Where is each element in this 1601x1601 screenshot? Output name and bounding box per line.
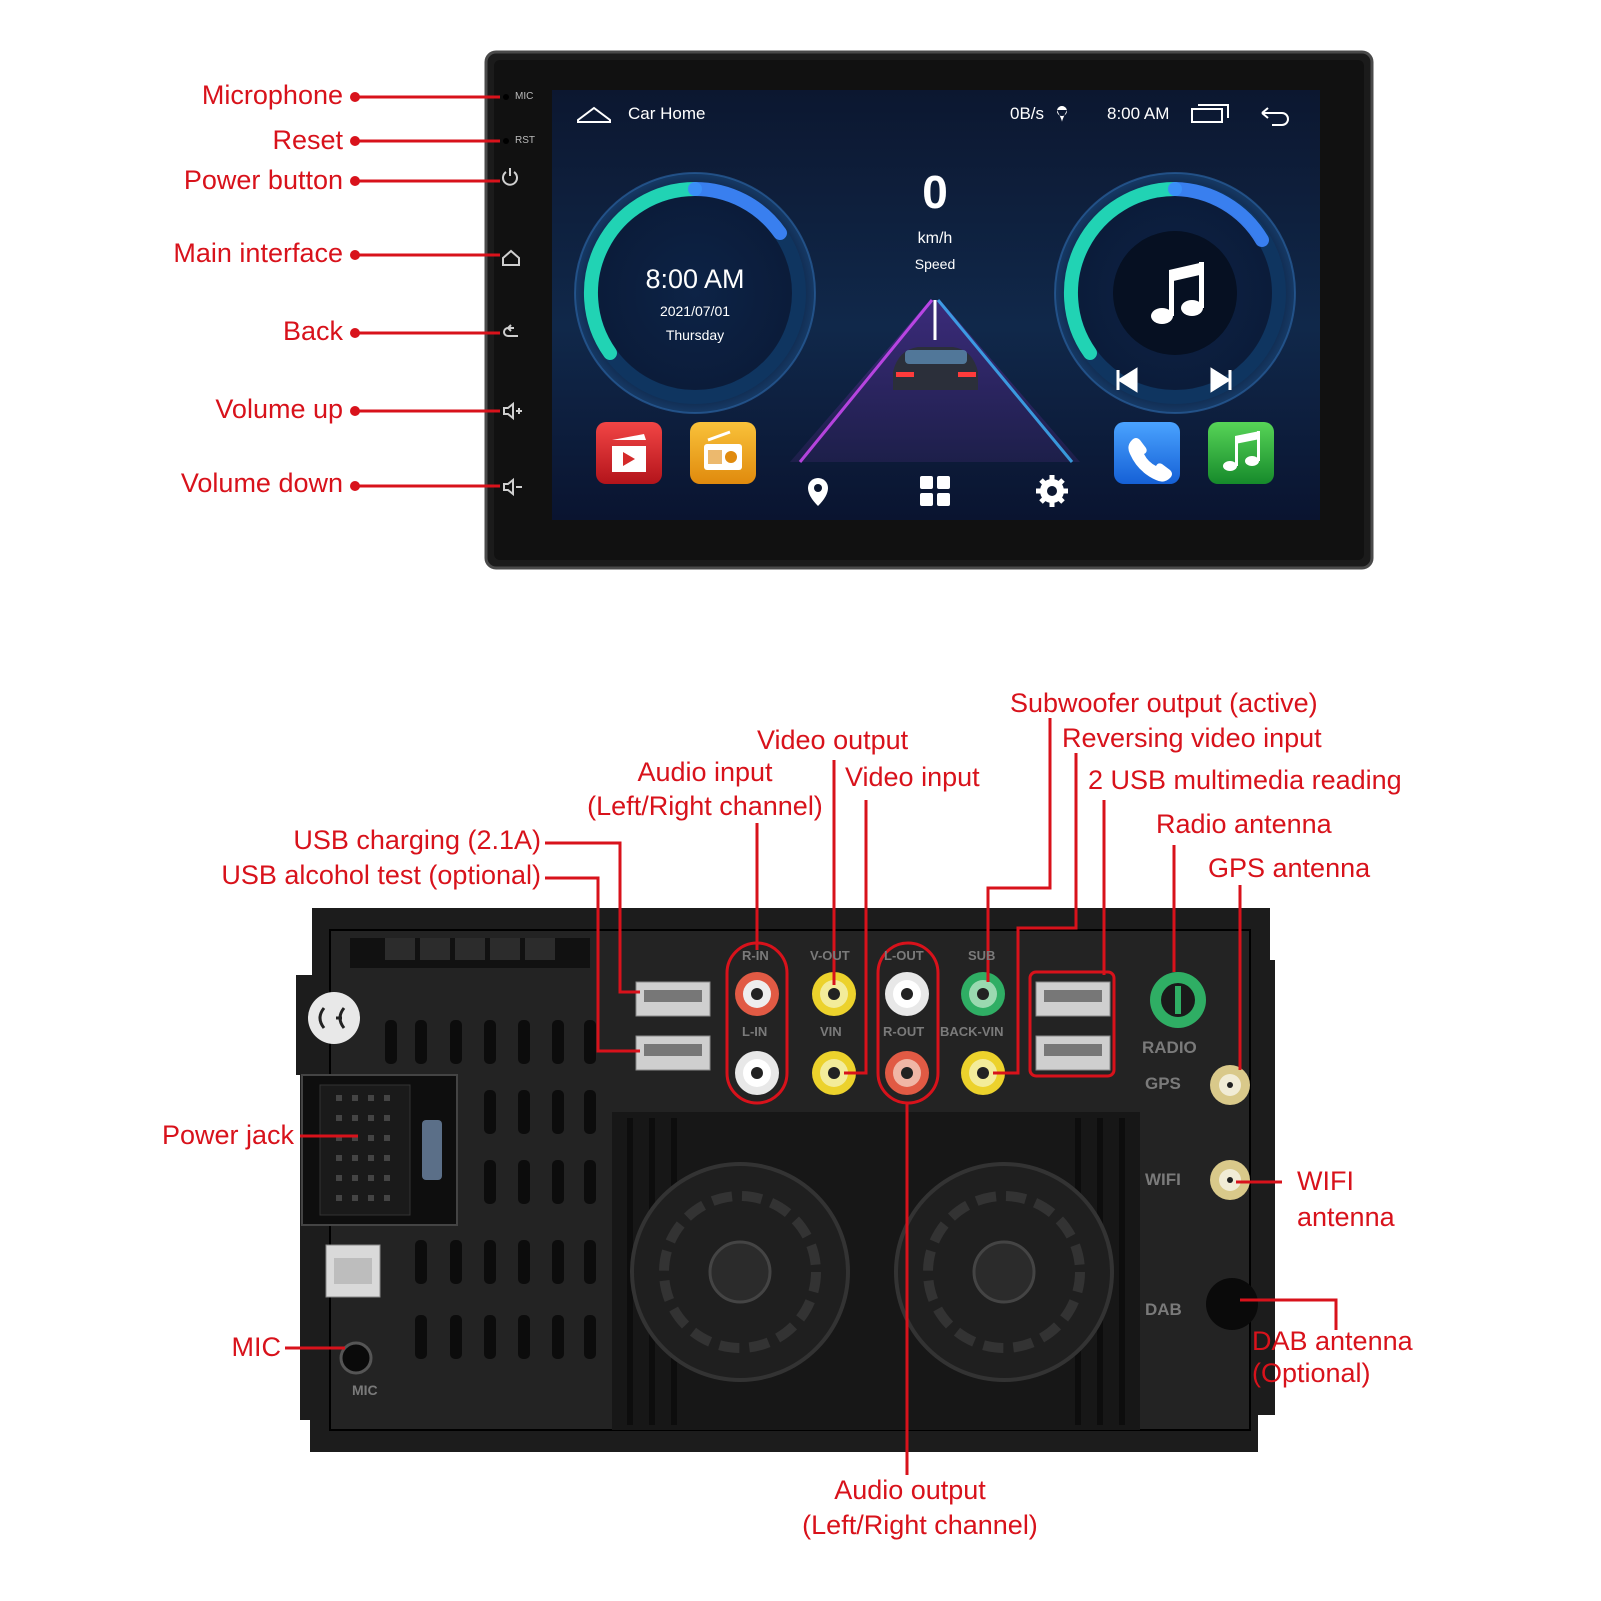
gps-antenna-label: GPS antenna xyxy=(1208,853,1371,883)
reversing-video-label: Reversing video input xyxy=(1062,723,1322,753)
cooling-fan-left xyxy=(630,1162,850,1382)
apps-grid-icon xyxy=(920,476,950,506)
port-label-wifi: WIFI xyxy=(1145,1170,1181,1189)
clock-day: Thursday xyxy=(665,327,725,343)
rca-r-out xyxy=(885,1051,929,1095)
rca-r-in xyxy=(735,972,779,1016)
dab-antenna-port xyxy=(1206,1278,1258,1330)
usb-media-port-1 xyxy=(1035,981,1111,1017)
usb-media-label: 2 USB multimedia reading xyxy=(1088,765,1402,795)
net-speed: 0B/s xyxy=(1010,104,1045,123)
front-leader-lines xyxy=(355,95,500,488)
usb-alcohol-label: USB alcohol test (optional) xyxy=(221,860,541,890)
recent-apps-icon xyxy=(1191,104,1229,123)
car-home-title: Car Home xyxy=(628,104,706,123)
microphone-label: Microphone xyxy=(201,80,343,110)
port-label-dab: DAB xyxy=(1145,1300,1182,1319)
dab-antenna-label-2: (Optional) xyxy=(1252,1358,1371,1388)
gps-antenna-port xyxy=(1210,1065,1250,1105)
back-label: Back xyxy=(282,316,343,346)
mic-hole xyxy=(503,94,509,100)
back-button-icon xyxy=(503,324,518,337)
port-label-r-in: R-IN xyxy=(742,948,769,963)
mic-label: MIC xyxy=(231,1332,282,1362)
usb-media-port-2 xyxy=(1035,1035,1111,1071)
port-label-r-out: R-OUT xyxy=(883,1024,925,1039)
dab-antenna-label-1: DAB antenna xyxy=(1252,1326,1413,1356)
settings-gear-icon xyxy=(1036,475,1068,507)
front-unit xyxy=(484,50,1374,570)
audio-input-label-2: (Left/Right channel) xyxy=(587,791,823,821)
clock-date: 2021/07/01 xyxy=(659,303,731,319)
speed-label: Speed xyxy=(914,256,956,272)
bezel-mic-label: MIC xyxy=(515,91,534,102)
port-label-sub: SUB xyxy=(968,948,996,963)
volume-down-label: Volume down xyxy=(180,468,343,498)
speed-unit: km/h xyxy=(917,230,953,247)
audio-input-label-1: Audio input xyxy=(637,757,773,787)
rca-back-vin xyxy=(961,1051,1005,1095)
speed-value: 0 xyxy=(922,166,948,218)
ce-mark xyxy=(308,992,360,1044)
volume-down-icon xyxy=(503,477,522,497)
fuse xyxy=(422,1120,442,1180)
port-label-gps: GPS xyxy=(1145,1074,1181,1093)
next-track-icon xyxy=(1210,367,1232,393)
audio-output-label-2: (Left/Right channel) xyxy=(802,1510,1038,1540)
home-button-icon xyxy=(502,249,520,266)
back-arrow-icon xyxy=(1261,107,1289,126)
rca-l-in xyxy=(735,1051,779,1095)
clock-dial xyxy=(575,173,815,413)
volume-up-icon xyxy=(503,401,522,421)
usb-charging-label: USB charging (2.1A) xyxy=(293,825,541,855)
wifi-antenna-label-1: WIFI xyxy=(1297,1166,1354,1196)
usb-charging-port xyxy=(635,981,711,1017)
port-label-l-out: L-OUT xyxy=(884,948,924,963)
wifi-antenna-port xyxy=(1210,1160,1250,1200)
previous-track-icon xyxy=(1116,367,1138,393)
music-app-icon xyxy=(1208,422,1274,484)
rca-l-out xyxy=(885,972,929,1016)
volume-up-label: Volume up xyxy=(215,394,343,424)
main-interface-label: Main interface xyxy=(173,238,343,268)
music-note-icon xyxy=(1151,262,1204,324)
port-label-mic: MIC xyxy=(352,1382,378,1398)
rear-unit xyxy=(296,908,1275,1452)
reset-hole xyxy=(503,138,509,144)
power-jack-label: Power jack xyxy=(161,1120,294,1150)
rca-v-out xyxy=(812,972,856,1016)
rca-v-in xyxy=(812,1051,856,1095)
home-icon xyxy=(577,106,611,123)
reset-label: Reset xyxy=(272,125,343,155)
port-label-v-out: V-OUT xyxy=(810,948,850,963)
usb-media-highlight xyxy=(1028,970,1116,1078)
rear-leader-lines xyxy=(285,718,1338,1475)
port-label-v-in: VIN xyxy=(820,1024,842,1039)
bezel-rst-label: RST xyxy=(515,135,535,146)
radio-antenna-label: Radio antenna xyxy=(1156,809,1332,839)
subwoofer-label: Subwoofer output (active) xyxy=(1010,688,1318,718)
location-icon xyxy=(1056,106,1067,122)
port-label-radio: RADIO xyxy=(1142,1038,1197,1057)
mic-jack xyxy=(339,1341,373,1375)
power-icon xyxy=(502,168,518,186)
usb-alcohol-port xyxy=(635,1035,711,1071)
radio-antenna-port xyxy=(1150,972,1206,1028)
power-button-label: Power button xyxy=(183,165,343,195)
cooling-fan-right xyxy=(894,1162,1114,1382)
port-label-l-in: L-IN xyxy=(742,1024,768,1039)
rca-sub xyxy=(961,972,1005,1016)
audio-output-label-1: Audio output xyxy=(834,1475,986,1505)
port-label-back-vin: BACK-VIN xyxy=(940,1024,1004,1039)
wifi-antenna-label-2: antenna xyxy=(1297,1202,1395,1232)
video-output-label: Video output xyxy=(757,725,909,755)
car-graphic xyxy=(893,347,978,390)
clock-time: 8:00 AM xyxy=(645,264,745,294)
video-input-label: Video input xyxy=(845,762,980,792)
status-time: 8:00 AM xyxy=(1107,104,1170,123)
